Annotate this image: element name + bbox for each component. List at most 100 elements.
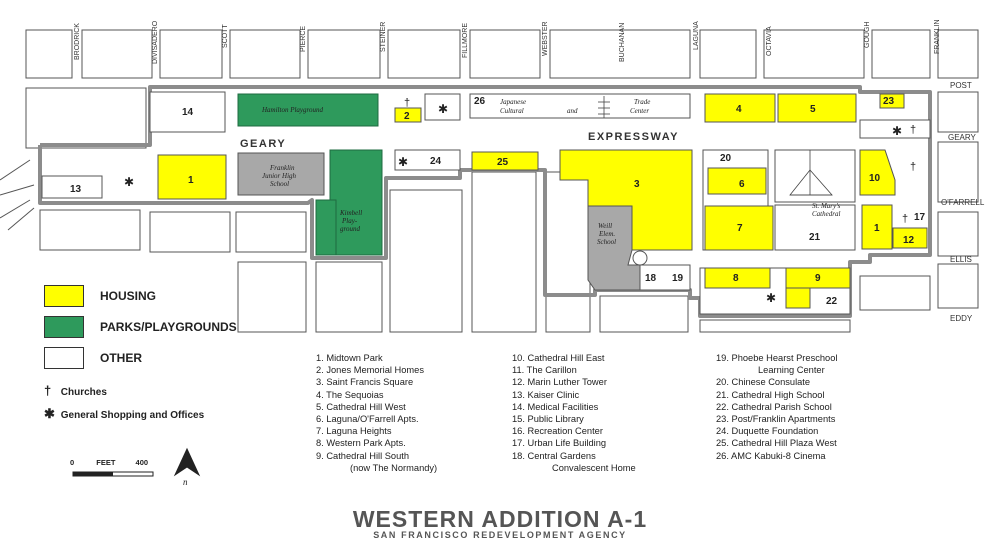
list-item: 19. Phoebe Hearst Preschool <box>716 353 838 363</box>
kimbell-playground-low <box>315 199 337 256</box>
project-list-col3: 19. Phoebe Hearst Preschool Learning Cen… <box>716 352 837 462</box>
parcel-3 <box>559 149 693 251</box>
street-divisadero: DIVISADERO <box>152 20 159 64</box>
north-arrow-icon: n <box>173 447 201 487</box>
inner-blocks <box>41 91 931 315</box>
parcel-label-23: 23 <box>883 96 895 107</box>
street-scott: SCOTT <box>222 24 229 48</box>
parcel-label-20: 20 <box>720 153 732 164</box>
parcel-label-25: 25 <box>497 157 509 168</box>
parks <box>237 93 383 256</box>
list-item: Convalescent Home <box>552 462 636 473</box>
shopping-legend-icon: ✱ <box>44 406 55 421</box>
list-item: 3. Saint Francis Square <box>316 377 414 388</box>
scale-graphic <box>72 471 154 477</box>
list-item: 1. Midtown Park <box>316 353 383 363</box>
redevelopment-map: 1 2 3 4 5 6 7 8 9 10 1 12 13 14 17 18 19… <box>0 19 985 333</box>
list-item: 11. The Carillon <box>512 365 577 376</box>
geary-left-label: GEARY <box>240 138 286 150</box>
map-title: WESTERN ADDITION A-1 <box>352 506 648 532</box>
legend-shopping-label: General Shopping and Offices <box>60 410 205 421</box>
scale-bar: 0 FEET 400 <box>70 458 148 467</box>
parcel-label-8: 8 <box>733 273 739 284</box>
church-symbol-2: † <box>910 124 916 136</box>
weill-label-1: Weill <box>598 222 612 230</box>
scale-zero: 0 <box>70 458 75 467</box>
project-list-col1: 1. Midtown Park 2. Jones Memorial Homes … <box>316 352 437 474</box>
list-item: 14. Medical Facilities <box>512 401 599 412</box>
list-item: 6. Laguna/O'Farrell Apts. <box>316 414 419 425</box>
parcel-1-west <box>157 154 227 200</box>
weill-label-3: School <box>597 238 616 246</box>
expressway-label: EXPRESSWAY <box>588 131 679 143</box>
legend-churches-label: Churches <box>60 387 107 398</box>
street-post: POST <box>950 81 972 90</box>
legend-swatch-housing <box>44 285 84 307</box>
street-laguna: LAGUNA <box>693 21 700 50</box>
parcel-label-1-east: 1 <box>874 223 880 234</box>
trade-label-1: Trade <box>634 98 650 106</box>
parcel-label-19: 19 <box>672 273 684 284</box>
shop-symbol-2: ✱ <box>398 155 408 169</box>
street-webster: WEBSTER <box>542 21 549 56</box>
list-item: (now The Normandy) <box>350 462 438 473</box>
parcel-label-9: 9 <box>815 273 821 284</box>
legend-label-parks: PARKS/PLAYGROUNDS <box>100 320 237 334</box>
parcel-label-18: 18 <box>645 273 657 284</box>
legend-label-other: OTHER <box>100 351 142 365</box>
franklin-label-3: School <box>270 180 289 188</box>
parcel-4 <box>704 93 776 123</box>
parcel-12 <box>892 227 928 249</box>
vertical-street-labels: BRODRICK DIVISADERO SCOTT PIERCE STEINER… <box>74 19 941 64</box>
list-item: 9. Cathedral Hill South <box>316 450 410 461</box>
parcel-9b <box>785 287 811 309</box>
list-item: 4. The Sequoias <box>316 389 384 400</box>
street-fillmore: FILLMORE <box>462 23 469 58</box>
kimbell-playground <box>329 149 383 256</box>
list-item: 12. Marin Luther Tower <box>512 377 607 388</box>
list-item: 15. Public Library <box>512 414 584 425</box>
parcel-23 <box>879 93 905 109</box>
kimbell-label-2: Play- <box>341 217 358 225</box>
parcel-label-14: 14 <box>182 107 194 118</box>
parcel-label-1-west: 1 <box>188 175 194 186</box>
hamilton-label: Hamilton Playground <box>261 106 323 114</box>
street-ellis: ELLIS <box>950 255 972 264</box>
pagoda-icon <box>598 96 610 118</box>
parcel-8 <box>704 267 771 289</box>
list-item: 26. AMC Kabuki-8 Cinema <box>716 450 826 461</box>
scale-max: 400 <box>135 458 149 467</box>
place-labels: GEARY EXPRESSWAY Hamilton Playground Fra… <box>240 98 841 246</box>
church-symbol-4: † <box>902 213 908 225</box>
list-item: 18. Central Gardens <box>512 450 596 461</box>
parcel-25 <box>471 151 539 171</box>
street-geary: GEARY <box>948 133 977 142</box>
parcel-label-13: 13 <box>70 184 82 195</box>
list-item: 16. Recreation Center <box>512 426 603 437</box>
street-octavia: OCTAVIA <box>766 26 773 56</box>
parcel-label-17: 17 <box>914 212 926 223</box>
shop-symbol-1: ✱ <box>438 102 448 116</box>
parcel-label-5: 5 <box>810 104 816 115</box>
parcel-label-22: 22 <box>826 296 838 307</box>
parcel-2 <box>394 107 422 123</box>
street-eddy: EDDY <box>950 314 973 323</box>
legend-label-housing: HOUSING <box>100 289 157 303</box>
parcel-label-6: 6 <box>739 179 745 190</box>
kimbell-label-1: Kimbell <box>339 209 362 217</box>
street-steiner: STEINER <box>380 22 387 52</box>
street-blocks <box>25 29 979 333</box>
list-item: 5. Cathedral Hill West <box>316 401 406 412</box>
shop-symbol-4: ✱ <box>892 124 902 138</box>
list-item: 20. Chinese Consulate <box>716 377 811 388</box>
franklin-label-1: Franklin <box>269 164 295 172</box>
parcel-label-24: 24 <box>430 156 442 167</box>
list-item: 2. Jones Memorial Homes <box>316 365 424 376</box>
and-label: and <box>567 107 578 115</box>
horizontal-street-labels: POST GEARY O'FARRELL ELLIS EDDY <box>941 81 985 323</box>
shop-symbol-3: ✱ <box>124 175 134 189</box>
parcel-label-21: 21 <box>809 232 821 243</box>
parcel-label-12: 12 <box>903 235 915 246</box>
japanese-label-2: Cultural <box>500 107 524 115</box>
parcel-label-3: 3 <box>634 179 640 190</box>
